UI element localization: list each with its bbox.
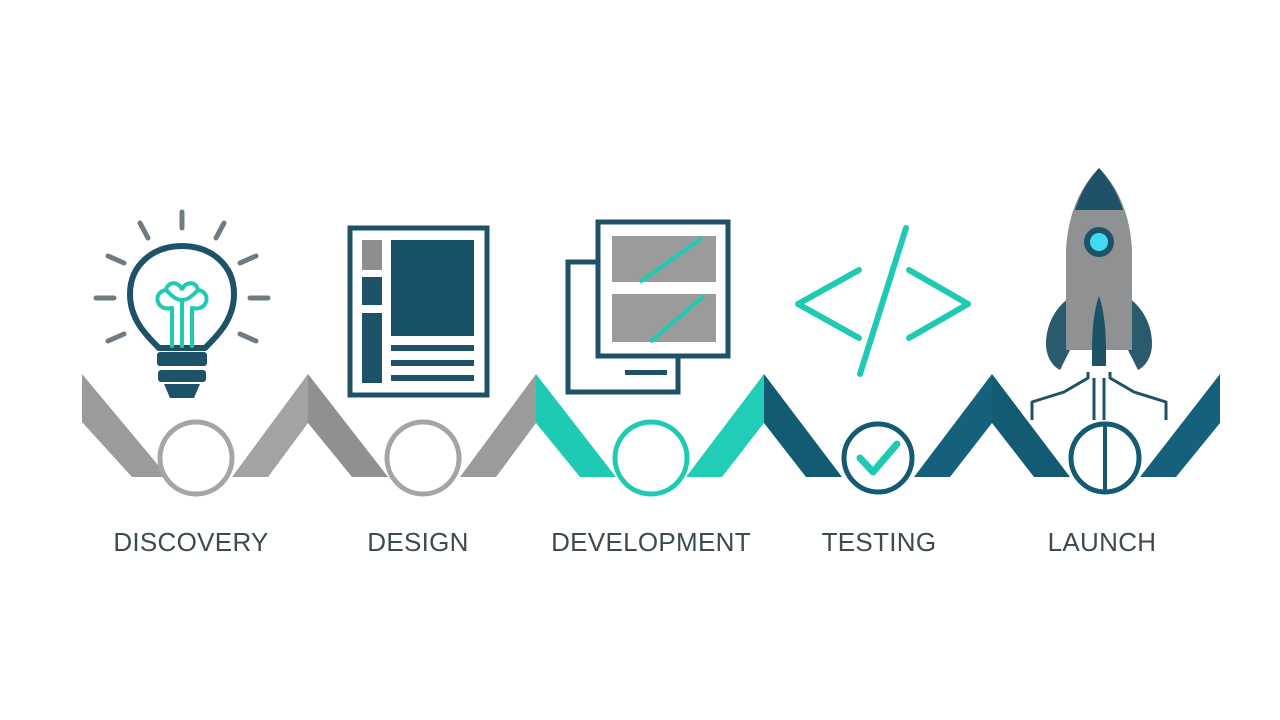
stage-label-development: DEVELOPMENT [551, 527, 751, 557]
rocket-icon [1030, 168, 1168, 420]
zigzag-segment-discovery [82, 374, 168, 477]
mockup-icon [565, 219, 731, 395]
zigzag-segment-design-down [308, 374, 388, 477]
marker-discovery [157, 419, 235, 497]
layout-icon [347, 225, 490, 398]
stage-markers [157, 419, 1142, 497]
lightbulb-icon [93, 209, 271, 398]
zigzag-segment-discovery-up [232, 374, 308, 477]
code-icon [795, 225, 971, 377]
stage-label-design: DESIGN [367, 527, 469, 557]
stage-label-discovery: DISCOVERY [113, 527, 269, 557]
zigzag-segment-launch-down [992, 374, 1070, 477]
zigzag-segment-development-down [536, 374, 616, 477]
stage-label-testing: TESTING [821, 527, 937, 557]
marker-launch [1068, 421, 1142, 495]
marker-testing [841, 421, 915, 495]
zigzag-band [82, 374, 1220, 477]
zigzag-segment-design-up [460, 374, 536, 477]
zigzag-segment-development-up [686, 374, 764, 477]
checkmark-icon [856, 440, 901, 476]
marker-design [384, 419, 462, 497]
zigzag-segment-launch-up [1140, 374, 1220, 477]
zigzag-segment-testing-up [914, 374, 992, 477]
marker-development [612, 419, 690, 497]
zigzag-segment-testing-down [764, 374, 842, 477]
stage-label-launch: LAUNCH [1047, 527, 1157, 557]
